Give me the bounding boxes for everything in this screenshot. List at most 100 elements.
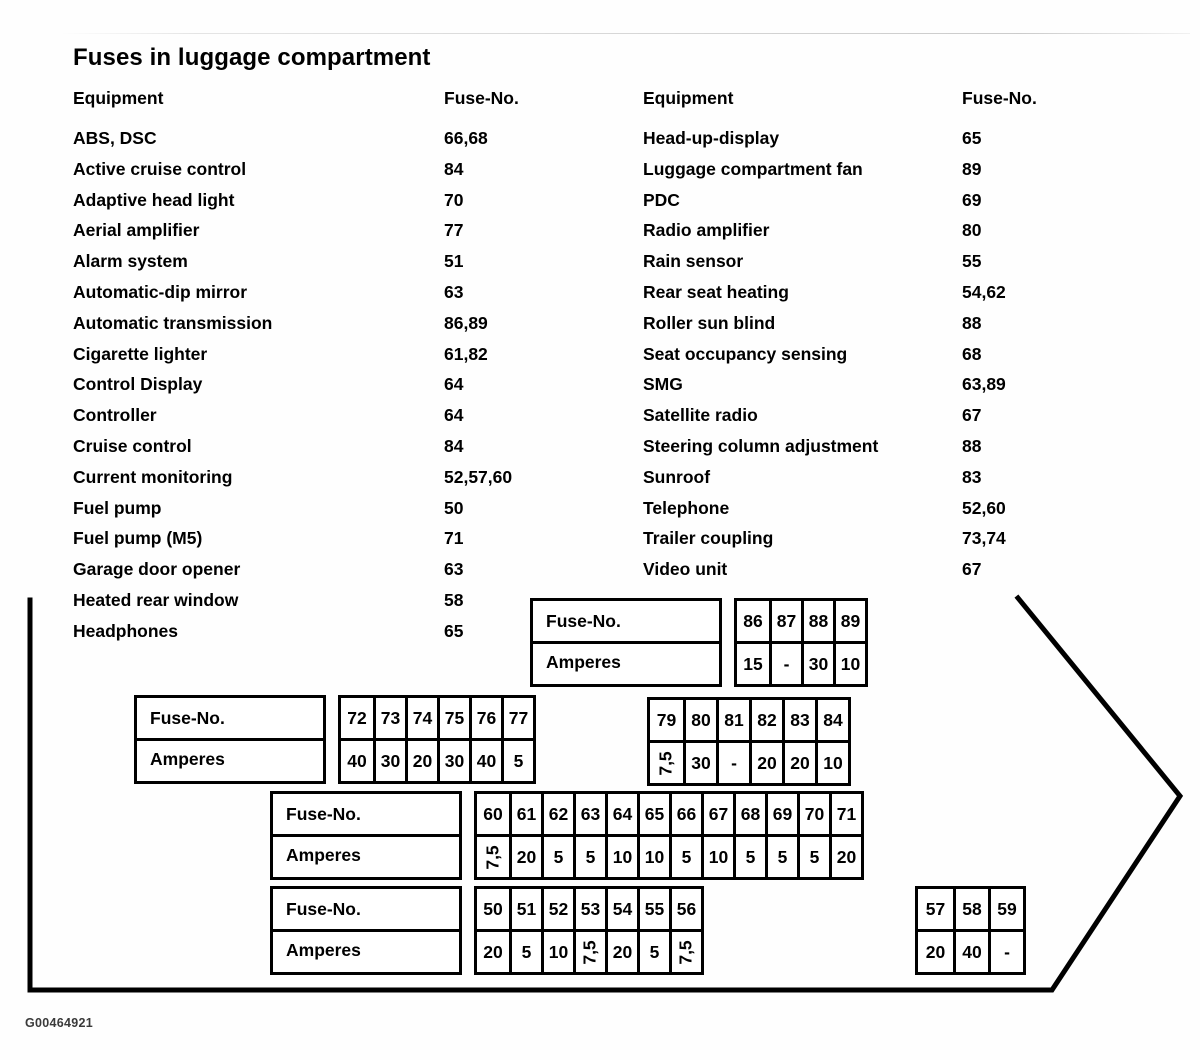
fuse-number-cell: 74 xyxy=(405,698,437,738)
equipment-name: SMG xyxy=(643,374,683,395)
equipment-fuse-number: 65 xyxy=(444,620,464,641)
equipment-name: Steering column adjustment xyxy=(643,435,879,456)
fuse-number-cell: 69 xyxy=(765,794,797,834)
fuse-number-cell: 55 xyxy=(637,889,669,929)
amperes-value-rotated: 7,5 xyxy=(675,939,696,965)
amperes-cell: 5 xyxy=(501,741,533,781)
amperes-cell: 7,5 xyxy=(669,932,701,972)
fuse-number-cell: 71 xyxy=(829,794,861,834)
equipment-fuse-number: 84 xyxy=(444,435,464,456)
equipment-fuse-number: 88 xyxy=(962,435,982,456)
fuse-number-cell: 82 xyxy=(749,700,782,740)
fuse-number-cell: 72 xyxy=(347,707,367,728)
fuse-number-cell: 60 xyxy=(483,803,503,824)
amperes-cell: 20 xyxy=(483,941,503,962)
equipment-fuse-number: 65 xyxy=(962,128,982,148)
fuse-number-cell: 54 xyxy=(605,889,637,929)
amperes-cell: - xyxy=(716,743,749,783)
equipment-name: Heated rear window xyxy=(73,589,239,610)
amperes-cell: 40 xyxy=(347,750,367,771)
fuse-number-cell: 59 xyxy=(988,889,1023,929)
fuse-number-cell: 66 xyxy=(669,794,701,834)
amperes-cell: 15 xyxy=(743,653,763,674)
fuse-number-cell: 56 xyxy=(669,889,701,929)
equipment-name: Current monitoring xyxy=(73,466,233,487)
amperes-cell: 10 xyxy=(815,743,848,783)
fuse-number-cell: 77 xyxy=(501,698,533,738)
amperes-cell: 5 xyxy=(637,932,669,972)
rating-table-row-labels: Fuse-No.Amperes xyxy=(270,791,462,880)
row-label-fuse-no: Fuse-No. xyxy=(286,898,361,919)
amperes-cell: 20 xyxy=(925,941,946,962)
amperes-cell: 7,5 xyxy=(477,837,509,877)
header-equipment: Equipment xyxy=(73,88,164,108)
equipment-fuse-number: 63 xyxy=(444,559,464,580)
equipment-fuse-number: 69 xyxy=(962,189,982,210)
equipment-fuse-number: 52,60 xyxy=(962,497,1006,518)
equipment-name: Aerial amplifier xyxy=(73,220,200,241)
equipment-fuse-number: 67 xyxy=(962,405,982,426)
row-label-amperes: Amperes xyxy=(137,738,323,778)
equipment-name: Headphones xyxy=(73,620,179,641)
equipment-name: Adaptive head light xyxy=(73,189,235,210)
fuse-number-cell: 80 xyxy=(683,700,716,740)
amperes-cell: 10 xyxy=(605,837,637,877)
equipment-fuse-number: 64 xyxy=(444,374,464,395)
amperes-cell: 30 xyxy=(437,741,469,781)
amperes-value-rotated: 7,5 xyxy=(579,939,600,965)
equipment-name: Rain sensor xyxy=(643,251,744,272)
equipment-name: PDC xyxy=(643,189,680,210)
fuse-number-cell: 88 xyxy=(801,601,833,641)
amperes-value-rotated: 7,5 xyxy=(482,844,503,870)
row-label-amperes: Amperes xyxy=(273,929,459,969)
equipment-fuse-number: 71 xyxy=(444,528,464,549)
equipment-name: Controller xyxy=(73,405,157,426)
scan-edge-artifact xyxy=(60,33,1190,34)
fuse-number-cell: 63 xyxy=(573,794,605,834)
equipment-name: Sunroof xyxy=(643,466,711,487)
fuse-number-cell: 70 xyxy=(797,794,829,834)
amperes-cell: 30 xyxy=(683,743,716,783)
equipment-name: Fuel pump xyxy=(73,497,162,518)
header-equipment: Equipment xyxy=(643,88,734,108)
equipment-fuse-number: 52,57,60 xyxy=(444,466,513,487)
amperes-cell: 5 xyxy=(509,932,541,972)
equipment-name: Head-up-display xyxy=(643,128,780,148)
amperes-cell: 40 xyxy=(953,932,988,972)
equipment-fuse-number: 58 xyxy=(444,589,464,610)
equipment-fuse-number: 83 xyxy=(962,466,982,487)
equipment-fuse-number: 54,62 xyxy=(962,281,1006,302)
amperes-cell: 5 xyxy=(541,837,573,877)
table-gap xyxy=(326,695,338,784)
fuse-number-cell: 87 xyxy=(769,601,801,641)
equipment-name: Telephone xyxy=(643,497,730,518)
amperes-cell: 10 xyxy=(833,644,865,684)
amperes-cell: 20 xyxy=(509,837,541,877)
amperes-cell: 20 xyxy=(782,743,815,783)
table-gap xyxy=(462,791,474,880)
amperes-cell: 30 xyxy=(801,644,833,684)
equipment-fuse-number: 70 xyxy=(444,189,464,210)
amperes-cell: 40 xyxy=(469,741,501,781)
fuse-number-cell: 51 xyxy=(509,889,541,929)
equipment-name: Automatic-dip mirror xyxy=(73,281,248,302)
equipment-fuse-number: 68 xyxy=(962,343,982,364)
equipment-name: Video unit xyxy=(643,559,728,580)
row-label-fuse-no: Fuse-No. xyxy=(546,610,621,631)
equipment-name: Automatic transmission xyxy=(73,312,273,333)
